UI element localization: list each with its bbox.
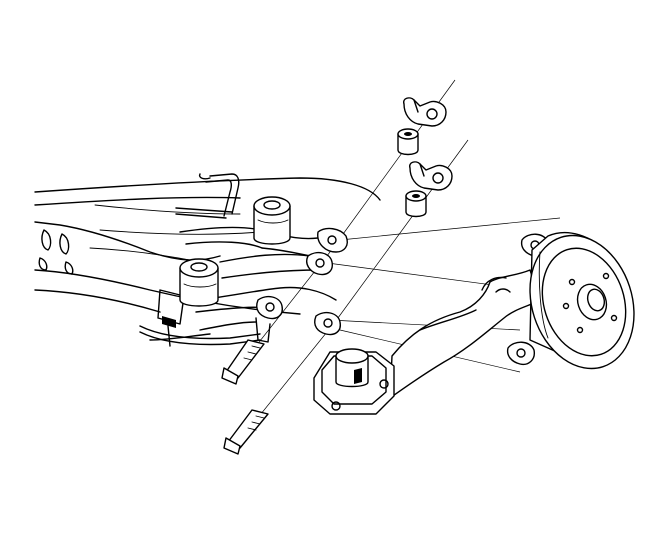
bolt-upper	[221, 339, 265, 385]
trailing-arm	[389, 269, 541, 399]
bushing-upper	[397, 128, 419, 156]
retaining-clip-lower	[408, 161, 453, 191]
control-arm-bushing-upper	[253, 196, 291, 245]
trailing-arm-mount-bushing	[313, 348, 395, 415]
brake-line	[139, 173, 261, 346]
wheel-hub	[562, 272, 618, 334]
bushing-lower	[405, 190, 427, 218]
bolt-lower	[223, 409, 269, 455]
control-arm-bushing-lower	[179, 258, 219, 307]
subframe	[34, 177, 381, 347]
retaining-clip-upper	[402, 97, 447, 127]
